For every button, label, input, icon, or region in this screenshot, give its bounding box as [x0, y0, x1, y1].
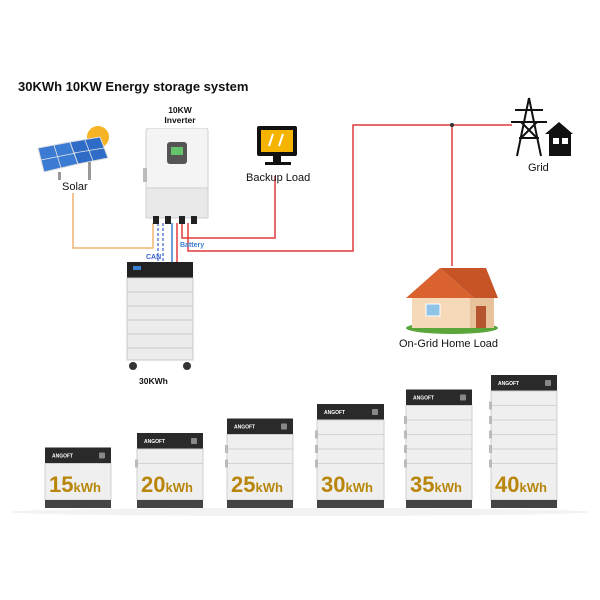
battery-body	[316, 419, 385, 501]
solar-wire	[72, 193, 154, 249]
battery-option: ANGOFT 35kWh	[404, 389, 473, 508]
module-handle	[315, 459, 318, 468]
power-button-icon	[372, 409, 378, 415]
floor-shadow	[10, 508, 590, 516]
module-handle	[404, 459, 407, 468]
battery-stack	[125, 262, 195, 377]
module-handle	[404, 416, 407, 424]
brand-label: ANGOFT	[324, 410, 345, 416]
solar-panel	[30, 120, 115, 185]
brand-label: ANGOFT	[234, 425, 255, 431]
battery-head	[137, 433, 203, 449]
battery-wire-label: Battery	[180, 242, 205, 249]
module-handle	[489, 401, 492, 410]
capacity-label: 15kWh	[49, 472, 101, 497]
power-button-icon	[545, 380, 551, 386]
brand-label: ANGOFT	[52, 454, 73, 460]
battery-head	[227, 418, 293, 435]
grid	[509, 96, 574, 163]
module-handle	[404, 445, 407, 453]
backup-load-wire	[181, 176, 276, 239]
battery-option: ANGOFT 40kWh	[489, 375, 558, 508]
monitor-icon	[257, 126, 297, 165]
battery-base	[45, 500, 111, 508]
module-handle	[489, 459, 492, 468]
inverter-icon	[143, 127, 209, 224]
battery-base	[406, 500, 472, 508]
battery-body	[136, 448, 204, 501]
inverter	[143, 127, 215, 231]
battery-body	[226, 434, 294, 501]
battery-base	[227, 500, 293, 508]
module-handle	[489, 445, 492, 453]
battery-head	[491, 375, 557, 391]
battery-base	[317, 500, 384, 508]
battery-head	[317, 404, 384, 420]
home-load-label: On-Grid Home Load	[399, 338, 499, 350]
solar-label: Solar	[62, 181, 88, 193]
backup-load-label: Backup Load	[246, 172, 311, 184]
diagram-title: 30KWh 10KW Energy storage system	[18, 79, 249, 94]
grid-label: Grid	[528, 162, 549, 174]
capacity-number: 40	[495, 472, 519, 497]
battery-head	[406, 389, 472, 406]
capacity-label: 30kWh	[321, 472, 373, 497]
brand-label: ANGOFT	[144, 439, 165, 445]
battery-body	[405, 405, 473, 501]
wiring-lines	[72, 123, 512, 266]
capacity-unit: kWh	[73, 480, 101, 495]
power-tower-icon	[511, 97, 573, 157]
power-button-icon	[99, 452, 105, 459]
capacity-label: 35kWh	[410, 472, 462, 497]
capacity-number: 20	[141, 472, 165, 497]
capacity-unit: kWh	[345, 480, 373, 495]
module-handle	[489, 430, 492, 439]
power-button-icon	[191, 438, 197, 444]
capacity-number: 25	[231, 472, 255, 497]
battery-option: ANGOFT 25kWh	[225, 418, 294, 508]
battery-base	[491, 500, 557, 508]
module-handle	[404, 430, 407, 439]
capacity-unit: kWh	[165, 480, 193, 495]
brand-label: ANGOFT	[413, 396, 434, 402]
capacity-label: 20kWh	[141, 472, 193, 497]
module-handle	[225, 445, 228, 453]
capacity-number: 30	[321, 472, 345, 497]
battery-base	[137, 500, 203, 508]
capacity-label: 25kWh	[231, 472, 283, 497]
home	[404, 262, 500, 339]
battery-option: ANGOFT 30kWh	[315, 404, 385, 508]
capacity-unit: kWh	[434, 480, 462, 495]
capacity-unit: kWh	[255, 480, 283, 495]
capacity-unit: kWh	[519, 480, 547, 495]
capacity-label: 40kWh	[495, 472, 547, 497]
battery-stack-label: 30KWh	[139, 376, 168, 386]
power-button-icon	[460, 394, 466, 401]
can-label: CAN	[146, 254, 162, 261]
module-handle	[225, 459, 228, 468]
battery-options: ANGOFT15kWhANGOFT20kWhANGOFT25kWhANGOFT3…	[10, 375, 590, 516]
backup-load	[255, 124, 301, 173]
battery-stack-icon	[126, 262, 194, 370]
module-handle	[315, 445, 318, 453]
battery-option: ANGOFT 20kWh	[135, 433, 204, 508]
house-icon	[406, 268, 498, 334]
power-button-icon	[281, 423, 287, 430]
battery-head	[45, 447, 111, 464]
brand-label: ANGOFT	[498, 381, 519, 387]
inverter-label: 10KW Inverter	[164, 105, 196, 125]
module-handle	[135, 459, 138, 468]
capacity-number: 35	[410, 472, 434, 497]
junction-dot	[450, 123, 454, 127]
grid-wire	[187, 124, 512, 252]
capacity-number: 15	[49, 472, 73, 497]
battery-option: ANGOFT 15kWh	[44, 447, 112, 508]
module-handle	[489, 416, 492, 424]
solar-panel-icon	[37, 126, 109, 180]
module-handle	[315, 430, 318, 439]
